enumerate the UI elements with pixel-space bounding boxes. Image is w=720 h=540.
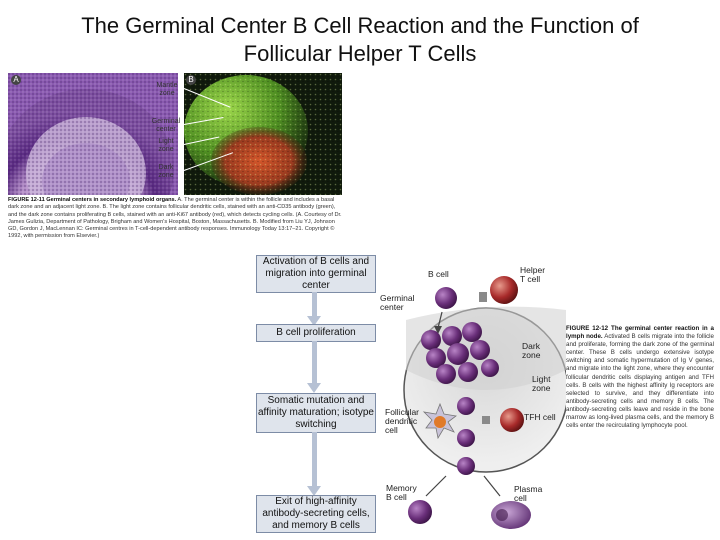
tfh-cell [500,408,524,432]
figure-12-12-caption: FIGURE 12-12 The germinal center reactio… [566,325,714,430]
exit-arrow-memory [425,475,447,497]
caption-12-12-body: Activated B cells migrate into the folli… [566,333,714,430]
panel-a-letter: A [11,75,21,85]
micrograph-panel-a: A [8,73,178,195]
label-mantle-zone: Mantle zone [156,82,178,97]
flow-arrow-1 [307,292,321,326]
flow-arrow-3 [307,432,321,496]
micrograph-panel-b: B [184,73,342,195]
label-germinal-center-diagram: Germinal center [380,293,415,312]
label-tfh-cell: TFH cell [524,412,556,422]
caption-12-11-body: A. The germinal center is within the fol… [8,197,342,240]
exit-arrow-plasma [483,475,501,497]
helper-t-cell [490,276,518,304]
germinal-center-diagram [403,276,566,529]
figure-12-11-caption: FIGURE 12-11 Germinal centers in seconda… [8,197,342,241]
flow-step-activation: Activation of B cells and migration into… [256,255,376,293]
label-follicular-dendritic-cell: Follicular dendritic cell [385,407,420,435]
label-helper-t-cell: Helper T cell [520,265,546,284]
proliferating-b-cell-cluster [421,322,499,384]
flow-step-proliferation: B cell proliferation [256,324,376,342]
flow-step-somatic-mutation: Somatic mutation and affinity maturation… [256,393,376,433]
plasma-cell [491,501,531,529]
label-plasma-cell: Plasma cell [514,484,543,503]
memory-b-cell [408,500,432,524]
b-t-interaction-receptor [479,292,487,302]
label-memory-b-cell: Memory B cell [386,483,417,502]
title-line-1: The Germinal Center B Cell Reaction and … [81,13,639,38]
light-zone-b-cell [457,429,475,447]
label-b-cell: B cell [428,269,449,279]
fluorescence-image [184,73,342,195]
flow-step-exit: Exit of high-affinity antibody-secreting… [256,495,376,533]
follicular-dendritic-cell [422,402,457,440]
label-dark-zone: Dark zone [158,164,174,179]
title-line-2: Follicular Helper T Cells [243,41,477,66]
slide-title: The Germinal Center B Cell Reaction and … [0,12,720,68]
label-light-zone: Light zone [158,138,174,153]
label-light-zone-diagram: Light zone [532,374,551,393]
caption-12-12-lead: FIGURE 12-12 The germinal center reactio… [566,325,714,341]
caption-12-11-lead: FIGURE 12-11 Germinal centers in seconda… [8,197,177,203]
activated-b-cell [435,287,457,309]
label-dark-zone-diagram: Dark zone [522,341,541,360]
he-stain-image [8,73,178,195]
tfh-b-interaction [482,416,490,424]
label-germinal-center: Germinal center [151,118,181,133]
light-zone-b-cell [457,397,475,415]
panel-b-letter: B [186,75,196,85]
selected-b-cell [457,457,475,475]
flow-arrow-2 [307,341,321,393]
